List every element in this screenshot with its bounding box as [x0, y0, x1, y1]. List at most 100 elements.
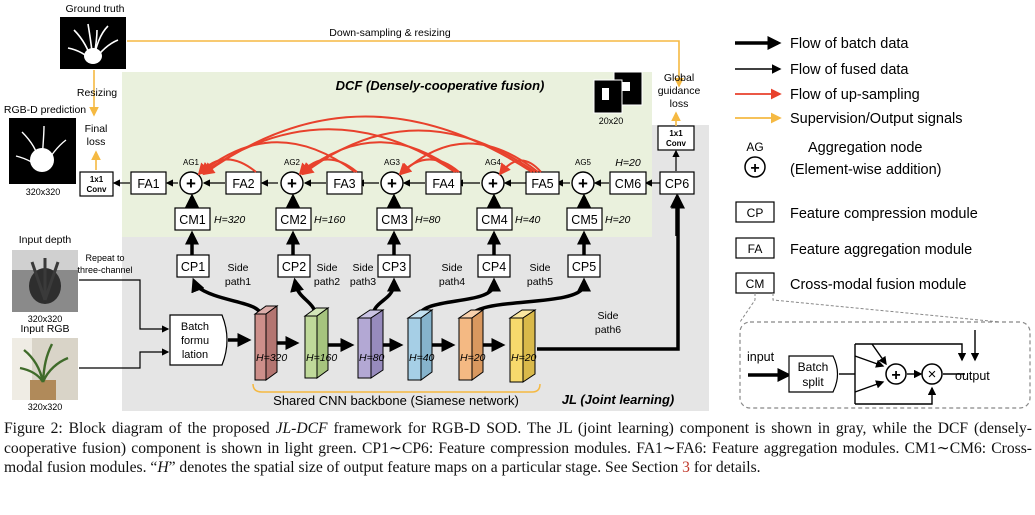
downsampling-label: Down-sampling & resizing [329, 27, 451, 39]
ag2-node: AG2+ [280, 158, 304, 195]
rgb-size: 320x320 [28, 402, 63, 412]
side-path1-l1: Side [227, 262, 248, 274]
fa2-label: FA2 [232, 177, 254, 191]
ag1-plus: + [186, 174, 196, 193]
legend-fa-desc: Feature aggregation module [790, 242, 972, 258]
side-path4-l1: Side [441, 262, 462, 274]
final-conv-l2: Conv [87, 185, 108, 194]
ag2-plus: + [287, 174, 297, 193]
legend-supervision: Supervision/Output signals [790, 111, 963, 127]
backbone-block-1 [253, 305, 279, 381]
cm3-label: CM3 [381, 213, 407, 227]
cm-detail-plus: + [891, 367, 900, 384]
fa5-label: FA5 [531, 177, 553, 191]
ag1-node: AG1 + [179, 158, 203, 195]
caption-text-2: framework for RGB-D SOD. The JL (joint l… [4, 420, 1032, 476]
fa3-box: FA3 [326, 171, 363, 195]
legend-batch: Flow of batch data [790, 36, 909, 52]
ag4-plus: + [488, 174, 498, 193]
ground-truth-image [60, 17, 126, 69]
legend-fa-label: FA [748, 242, 763, 256]
global-guidance-maps [593, 71, 643, 114]
cm-detail-output: output [955, 369, 990, 383]
cp3-label: CP3 [382, 260, 406, 274]
legend-ag-desc2: (Element-wise addition) [790, 162, 942, 178]
legend: Flow of batch data Flow of fused data Fl… [735, 36, 978, 294]
legend-fused: Flow of fused data [790, 62, 909, 78]
fa1-box: FA1 [130, 171, 167, 195]
cm4-size: H=40 [515, 214, 541, 226]
batch-form-l2: formu [181, 335, 209, 347]
block3-size: H=80 [359, 352, 385, 364]
cp1-label: CP1 [181, 260, 205, 274]
side-path2-l1: Side [316, 262, 337, 274]
side-path1-l2: path1 [225, 276, 251, 288]
block5-size: H=20 [460, 352, 486, 364]
batch-form-l3: lation [182, 349, 208, 361]
final-conv-l1: 1x1 [90, 175, 104, 184]
global-conv-l2: Conv [666, 139, 687, 148]
cm-detail-inset: input Batch split + × output [739, 293, 1031, 409]
backbone-block-3 [356, 309, 385, 379]
global-map-size: 20x20 [599, 116, 624, 126]
backbone-block-6 [508, 309, 537, 383]
cp5-box: CP5 [567, 254, 601, 278]
section-link[interactable]: 3 [682, 459, 690, 476]
caption-label: Figure 2: [4, 420, 63, 437]
side-path5-l1: Side [529, 262, 550, 274]
rgb-image [12, 338, 78, 400]
fa4-box: FA4 [425, 171, 462, 195]
final-loss-line1: Final [85, 123, 108, 135]
batch-formulation-block: Batch formu lation [169, 314, 228, 366]
block4-size: H=40 [409, 352, 435, 364]
legend-ag-plus: + [750, 160, 759, 177]
figure-caption: Figure 2: Block diagram of the proposed … [4, 419, 1032, 478]
legend-cp-label: CP [747, 206, 764, 220]
caption-framework: JL-DCF [275, 420, 328, 437]
cm3-box: CM3 [376, 207, 413, 231]
cm5-label: CM5 [571, 213, 597, 227]
input-depth-label: Input depth [19, 234, 72, 246]
legend-ag-node [744, 156, 766, 178]
legend-cp-desc: Feature compression module [790, 206, 978, 222]
side-path4-l2: path4 [439, 276, 465, 288]
backbone-block-5 [457, 309, 485, 381]
prediction-image [9, 118, 76, 184]
cm1-box: CM1 [174, 207, 211, 231]
side-path2-l2: path2 [314, 276, 340, 288]
cp1-box: CP1 [176, 254, 210, 278]
rgbd-prediction-label: RGB-D prediction [4, 104, 86, 116]
fa4-label: FA4 [432, 177, 454, 191]
legend-upsampling: Flow of up-sampling [790, 87, 920, 103]
block1-size: H=320 [256, 352, 287, 364]
backbone-block-2 [303, 307, 330, 379]
resizing-label: Resizing [77, 87, 117, 99]
cm-detail-split1: Batch [798, 360, 829, 374]
side-path6-l2: path6 [595, 324, 621, 336]
ag1-label: AG1 [183, 158, 200, 167]
cp2-box: CP2 [277, 254, 311, 278]
cp3-box: CP3 [377, 254, 411, 278]
ag3-node: AG3+ [380, 158, 404, 195]
ag5-node: AG5+ [571, 158, 595, 195]
fa1-label: FA1 [137, 177, 159, 191]
cp6-label: CP6 [665, 177, 689, 191]
cm2-size: H=160 [314, 214, 345, 226]
cm2-label: CM2 [280, 213, 306, 227]
caption-text-3: ” denotes the spatial size of output fea… [168, 459, 683, 476]
cp4-label: CP4 [482, 260, 506, 274]
downsampling-arrow [127, 40, 684, 88]
cp4-box: CP4 [477, 254, 511, 278]
ag4-label: AG4 [485, 158, 502, 167]
block2-size: H=160 [306, 352, 337, 364]
backbone-block-4 [406, 309, 434, 381]
cm1-label: CM1 [179, 213, 205, 227]
block6-size: H=20 [511, 352, 537, 364]
cm1-size: H=320 [214, 214, 245, 226]
framework-diagram: DCF (Densely-cooperative fusion) JL (Joi… [4, 3, 1031, 412]
cp6-box: CP6 [659, 171, 695, 195]
ag5-plus: + [578, 174, 588, 193]
repeat-line2: three-channel [77, 265, 132, 275]
cp5-label: CP5 [572, 260, 596, 274]
ground-truth-label: Ground truth [66, 3, 125, 15]
